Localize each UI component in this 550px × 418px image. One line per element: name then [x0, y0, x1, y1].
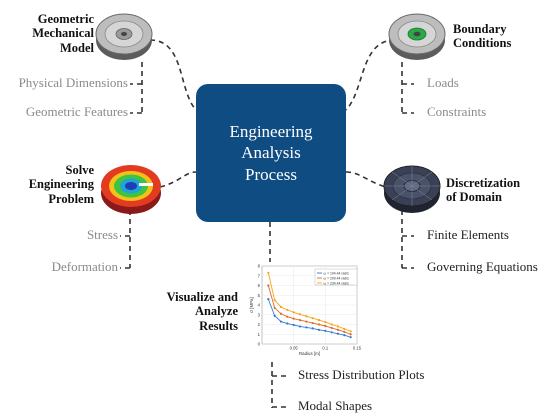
data-point — [279, 305, 283, 309]
y-tick-label: 2 — [258, 322, 261, 327]
geometric-features-label: Geometric Features — [25, 104, 128, 119]
data-point — [298, 313, 302, 316]
solve-problem-title: Solve Engineering Problem — [28, 163, 94, 206]
data-point — [349, 333, 352, 336]
center-title-line-1: Engineering — [229, 122, 313, 142]
discretization-title: Discretization of Domain — [446, 176, 521, 205]
legend-box — [314, 268, 358, 286]
data-point — [273, 299, 276, 302]
connector-top-left — [149, 39, 197, 111]
governing-equations-label: Governing Equations — [427, 259, 538, 274]
constraints-label: Constraints — [427, 104, 487, 119]
data-point — [349, 330, 352, 333]
engineering-analysis-process-box: Engineering Analysis Process — [196, 84, 346, 222]
data-point — [324, 324, 327, 328]
data-point — [267, 298, 270, 301]
connector-mid-right — [345, 171, 387, 188]
data-point — [343, 327, 346, 330]
wheel-boundary-icon — [388, 13, 446, 60]
y-axis-label: σ [MPa] — [249, 297, 254, 312]
center-title-line-2: Analysis — [241, 143, 301, 163]
connector-top-right — [345, 39, 396, 111]
x-axis-label: Radius [m] — [299, 351, 320, 356]
visualize-results-title: Visualize and Analyze Results — [166, 290, 238, 333]
mesh-domain-icon — [383, 165, 441, 213]
stress-distribution-plots-label: Stress Distribution Plots — [298, 367, 425, 382]
data-point — [273, 314, 276, 317]
x-tick-label: 0.1 — [322, 346, 328, 351]
data-point — [317, 323, 321, 326]
data-point — [330, 323, 333, 326]
data-point — [305, 326, 308, 329]
data-point — [317, 328, 321, 331]
legend-entry-2: ω = 209.44 rad/s — [324, 276, 350, 280]
data-point — [286, 308, 289, 311]
y-tick-label: 4 — [258, 303, 261, 308]
data-point — [311, 317, 314, 320]
series-line-3 — [267, 272, 351, 332]
data-point — [324, 329, 327, 332]
data-point — [286, 315, 289, 318]
wheel-model-icon — [95, 13, 153, 60]
data-point — [349, 336, 352, 339]
stress-result-icon — [101, 165, 161, 214]
y-tick-label: 8 — [258, 264, 261, 269]
data-point — [330, 326, 333, 330]
data-point — [305, 320, 308, 323]
boundary-conditions-title: Boundary Conditions — [453, 22, 512, 51]
geometric-model-title: Geometric Mechanical Model — [32, 12, 94, 55]
data-point — [311, 327, 314, 330]
connector-mid-left — [159, 171, 197, 188]
stress-label: Stress — [86, 227, 118, 242]
finite-elements-label: Finite Elements — [427, 227, 509, 242]
data-point — [279, 312, 283, 315]
data-point — [343, 330, 346, 333]
data-point — [292, 317, 295, 320]
data-point — [324, 320, 327, 324]
y-tick-label: 3 — [258, 312, 261, 317]
data-point — [267, 271, 270, 274]
data-point — [267, 284, 270, 287]
data-point — [298, 325, 302, 328]
series-line-2 — [267, 285, 351, 335]
data-point — [273, 306, 276, 310]
data-point — [286, 322, 289, 325]
deformation-label: Deformation — [51, 259, 118, 274]
center-title-line-3: Process — [245, 164, 297, 184]
data-point — [305, 315, 308, 318]
data-point — [311, 321, 314, 325]
y-tick-label: 1 — [258, 332, 261, 337]
x-tick-label: 0.05 — [290, 346, 299, 351]
legend-entry-1: ω = 104.44 rad/s — [324, 271, 350, 275]
y-tick-label: 6 — [258, 283, 261, 288]
x-tick-label: 0.15 — [353, 346, 362, 351]
loads-label: Loads — [427, 75, 459, 90]
y-tick-label: 0 — [258, 342, 261, 347]
data-point — [336, 332, 340, 335]
y-tick-label: 5 — [258, 293, 261, 298]
data-point — [317, 319, 321, 322]
data-point — [292, 323, 295, 327]
data-point — [298, 319, 302, 322]
data-point — [343, 334, 346, 337]
data-point — [292, 311, 295, 314]
physical-dimensions-label: Physical Dimensions — [18, 75, 128, 90]
data-point — [279, 320, 283, 323]
modal-shapes-label: Modal Shapes — [298, 398, 373, 413]
y-tick-label: 7 — [258, 273, 261, 278]
data-point — [330, 331, 333, 334]
data-point — [336, 325, 340, 328]
legend-entry-3: ω = 234.44 rad/s — [324, 281, 350, 285]
data-point — [336, 328, 340, 331]
